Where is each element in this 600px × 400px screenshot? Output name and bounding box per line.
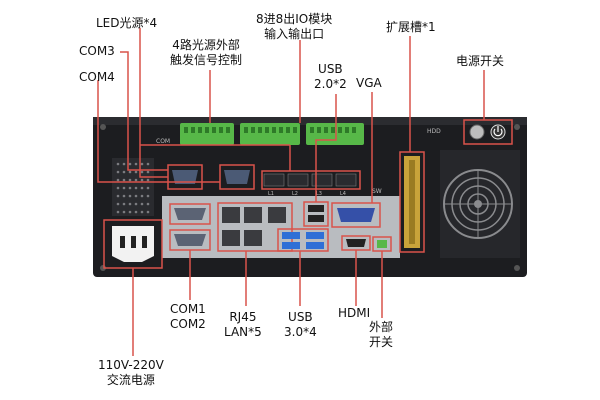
label-external-switch: 外部 开关	[369, 320, 393, 350]
terminal-block	[306, 123, 364, 145]
label-usb30-line1: USB	[288, 310, 313, 324]
label-power-switch: 电源开关	[456, 54, 505, 68]
fan-icon	[440, 150, 520, 258]
label-trigger-line2: 触发信号控制	[170, 53, 243, 67]
label-usb20-line2: 2.0*2	[314, 77, 347, 91]
panel-mark-l3: L3	[316, 191, 322, 197]
label-com4: COM4	[79, 70, 115, 84]
label-io-line1: 8进8出IO模块	[256, 12, 333, 26]
panel-mark-l4: L4	[340, 191, 346, 197]
vent-grid-icon	[112, 158, 154, 216]
callout-lines	[97, 28, 485, 356]
label-led-light: LED光源*4	[96, 16, 158, 30]
label-rj45-line2: LAN*5	[224, 325, 262, 339]
label-trigger-control: 4路光源外部 触发信号控制	[170, 38, 242, 68]
panel-mark-l2: L2	[292, 191, 298, 197]
label-usb30: USB 3.0*4	[284, 310, 317, 340]
led-light-ports	[261, 170, 361, 190]
chassis-screw	[514, 124, 520, 130]
expansion-slot	[399, 151, 425, 253]
label-power-line2: 交流电源	[106, 373, 155, 387]
label-ac-power: 110V-220V 交流电源	[98, 358, 164, 388]
label-usb30-line2: 3.0*4	[284, 325, 317, 339]
label-rj45: RJ45 LAN*5	[224, 310, 262, 340]
label-ext-switch-line1: 外部	[369, 320, 394, 334]
label-hdmi: HDMI	[338, 306, 371, 320]
panel-mark-com: COM	[156, 138, 170, 145]
label-power-line1: 110V-220V	[98, 358, 164, 372]
label-io-line2: 输入输出口	[264, 27, 325, 41]
label-io-module: 8进8出IO模块 输入输出口	[256, 12, 332, 42]
label-com3: COM3	[79, 44, 115, 58]
label-trigger-line1: 4路光源外部	[172, 38, 240, 52]
chassis-screw	[100, 124, 106, 130]
panel-mark-sw: SW	[372, 188, 382, 195]
label-vga: VGA	[356, 76, 382, 90]
terminal-block	[180, 123, 234, 145]
panel-mark-l1: L1	[268, 191, 274, 197]
com4-port-icon	[219, 164, 255, 190]
rj45-ports	[217, 202, 293, 252]
label-usb20: USB 2.0*2	[314, 62, 347, 92]
label-com2: COM2	[170, 317, 206, 331]
label-com1-com2: COM1 COM2	[170, 302, 206, 332]
vga-port-icon	[331, 202, 381, 228]
terminal-block	[240, 123, 300, 145]
label-com1: COM1	[170, 302, 206, 316]
label-expansion: 扩展槽*1	[386, 20, 436, 34]
power-button-icon	[463, 119, 513, 145]
label-rj45-line1: RJ45	[229, 310, 257, 324]
chassis-top-edge	[93, 117, 527, 125]
usb30-ports	[277, 228, 329, 252]
panel-mark-hdd: HDD	[427, 128, 441, 135]
chassis-screw	[514, 265, 520, 271]
com1-port-icon	[169, 203, 211, 225]
label-ext-switch-line2: 开关	[369, 335, 394, 349]
label-usb20-line1: USB	[318, 62, 343, 76]
